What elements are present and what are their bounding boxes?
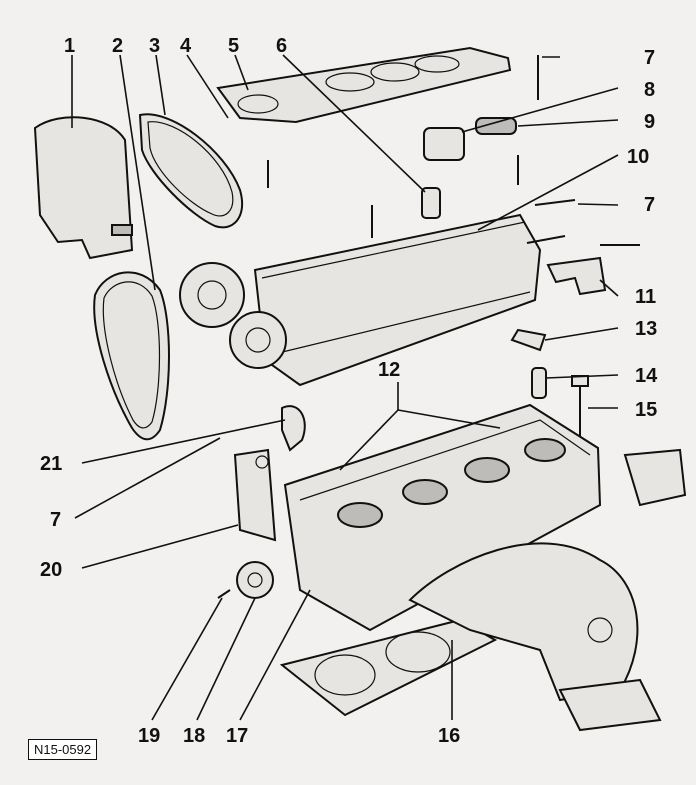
roller-rocker xyxy=(510,328,547,352)
connecting-hose xyxy=(475,117,517,135)
callout-18: 18 xyxy=(183,725,205,747)
callout-5: 5 xyxy=(228,35,239,57)
rear-cover-plate xyxy=(233,448,277,542)
cover-clip xyxy=(111,224,133,236)
callout-1: 1 xyxy=(64,35,75,57)
callout-3: 3 xyxy=(149,35,160,57)
callout-4: 4 xyxy=(180,35,192,57)
callout-12: 12 xyxy=(378,359,400,381)
callout-15: 15 xyxy=(635,399,657,421)
rear-seal xyxy=(281,405,306,452)
callout-10: 10 xyxy=(627,146,649,168)
breather-fitting xyxy=(421,187,441,219)
callout-21: 21 xyxy=(40,453,62,475)
camshaft-sprocket-exhaust xyxy=(229,311,287,369)
cylinder-head-gasket xyxy=(279,618,498,717)
callout-9: 9 xyxy=(644,111,655,133)
toothed-belt xyxy=(93,271,170,441)
tensioning-roller xyxy=(236,561,274,599)
callout-6: 6 xyxy=(276,35,287,57)
callout-7c: 7 xyxy=(50,509,61,531)
mounting-bracket xyxy=(546,256,607,296)
camshaft-sprocket-inlet xyxy=(179,262,245,328)
callout-11: 11 xyxy=(635,286,656,308)
sensor xyxy=(623,448,687,507)
cover-gasket xyxy=(216,46,512,124)
callout-19: 19 xyxy=(138,725,160,747)
reference-code: N15-0592 xyxy=(28,739,98,760)
callout-14: 14 xyxy=(635,365,658,387)
leader-lines xyxy=(71,54,619,721)
callout-2: 2 xyxy=(112,35,123,57)
callout-20: 20 xyxy=(40,559,62,581)
callout-13: 13 xyxy=(635,318,657,340)
callout-8: 8 xyxy=(644,79,655,101)
valve-seats xyxy=(337,438,566,528)
camshaft-belt xyxy=(138,113,244,229)
temperature-sender xyxy=(423,127,465,161)
callout-17: 17 xyxy=(226,725,248,747)
callout-7a: 7 xyxy=(644,47,655,69)
callout-7b: 7 xyxy=(644,194,655,216)
cylinder-head xyxy=(283,403,602,632)
exhaust-manifold xyxy=(408,542,639,702)
callout-16: 16 xyxy=(438,725,460,747)
hydraulic-compensator xyxy=(531,367,547,399)
timing-belt-cover xyxy=(33,116,134,260)
